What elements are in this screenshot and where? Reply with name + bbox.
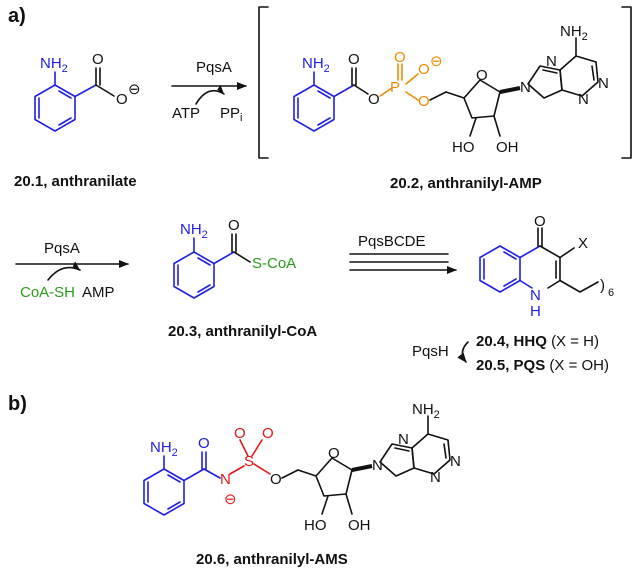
svg-text:N: N (430, 469, 441, 486)
svg-text:O: O (418, 61, 430, 78)
svg-text:): ) (600, 277, 605, 294)
compound-label-20-1: 20.1, anthranilate (14, 173, 137, 190)
svg-text:O: O (262, 425, 274, 442)
svg-text:H: H (530, 303, 541, 320)
compound-label-20-5: 20.5, PQS (X = OH) (476, 357, 609, 374)
enzyme-label-pqsbcde: PqsBCDE (358, 233, 426, 250)
svg-text:N: N (530, 287, 541, 304)
svg-text:N: N (372, 457, 383, 474)
reaction-arrow-1: PqsA ATP PPi (171, 59, 247, 124)
bracket-right (621, 6, 632, 159)
svg-text:HO: HO (304, 517, 327, 534)
svg-text:OH: OH (348, 517, 371, 534)
carboxylate-oxygen: O (116, 91, 128, 108)
enzyme-label-pqsa-2: PqsA (44, 240, 80, 257)
svg-text:N: N (220, 471, 231, 488)
svg-text:NH2: NH2 (412, 401, 440, 421)
svg-text:O: O (394, 49, 406, 66)
quinolone-structure: O X N H ) 6 (479, 213, 614, 320)
compound-label-20-2: 20.2, anthranilyl-AMP (390, 175, 542, 192)
reaction-arrow-2: PqsA CoA-SH AMP (15, 240, 129, 301)
svg-text:⊖: ⊖ (224, 491, 237, 508)
compound-label-20-4: 20.4, HHQ (X = H) (476, 333, 599, 350)
svg-text:N: N (520, 79, 531, 96)
svg-text:X: X (578, 235, 588, 252)
carbonyl-oxygen: O (92, 51, 104, 68)
byproduct-ppi: PPi (220, 105, 242, 124)
compound-label-20-3: 20.3, anthranilyl-CoA (168, 323, 317, 340)
svg-text:O: O (198, 435, 210, 452)
svg-text:N: N (578, 91, 589, 108)
bracket-left (258, 6, 269, 159)
anthranilyl-ams-structure: NH2 O N ⊖ S O O O O HO OH N N N N NH2 (143, 401, 461, 534)
negative-charge: ⊖ (128, 81, 141, 98)
svg-text:P: P (390, 79, 400, 96)
svg-text:NH2: NH2 (302, 55, 330, 75)
svg-text:N: N (450, 453, 461, 470)
anthranilate-structure: NH2 O O ⊖ (34, 51, 141, 132)
svg-text:HO: HO (452, 139, 475, 156)
svg-text:O: O (228, 217, 240, 234)
svg-text:O: O (234, 425, 246, 442)
anthranilate-amine: NH2 (40, 55, 68, 75)
panel-label-b: b) (8, 393, 27, 415)
compound-label-20-6: 20.6, anthranilyl-AMS (196, 551, 348, 568)
reaction-arrow-pqsh: PqsH (412, 341, 469, 363)
enzyme-label-pqsa-1: PqsA (196, 59, 232, 76)
svg-text:O: O (534, 213, 546, 230)
svg-text:O: O (476, 67, 488, 84)
svg-text:N: N (398, 431, 409, 448)
svg-text:OH: OH (496, 139, 519, 156)
svg-text:NH2: NH2 (180, 221, 208, 241)
svg-text:6: 6 (608, 287, 614, 299)
svg-text:N: N (598, 75, 609, 92)
svg-text:O: O (328, 445, 340, 462)
svg-text:O: O (348, 51, 360, 68)
reaction-arrow-3: PqsBCDE (349, 233, 457, 274)
anthranilyl-amp-structure: NH2 O O P O O ⊖ O O HO OH N N N N NH2 (293, 23, 609, 156)
byproduct-amp: AMP (82, 284, 115, 301)
svg-text:⊖: ⊖ (430, 53, 443, 70)
svg-text:O: O (368, 91, 380, 108)
cofactor-coa-sh: CoA-SH (20, 284, 75, 301)
svg-text:N: N (546, 53, 557, 70)
cofactor-atp: ATP (172, 105, 200, 122)
svg-text:S: S (244, 453, 254, 470)
svg-text:O: O (270, 471, 282, 488)
anthranilyl-coa-structure: NH2 O S-CoA (173, 217, 296, 299)
panel-label-a: a) (8, 5, 26, 27)
svg-text:O: O (418, 93, 430, 110)
svg-text:NH2: NH2 (560, 23, 588, 43)
svg-text:NH2: NH2 (150, 439, 178, 459)
enzyme-label-pqsh: PqsH (412, 343, 449, 360)
svg-text:S-CoA: S-CoA (252, 255, 296, 272)
